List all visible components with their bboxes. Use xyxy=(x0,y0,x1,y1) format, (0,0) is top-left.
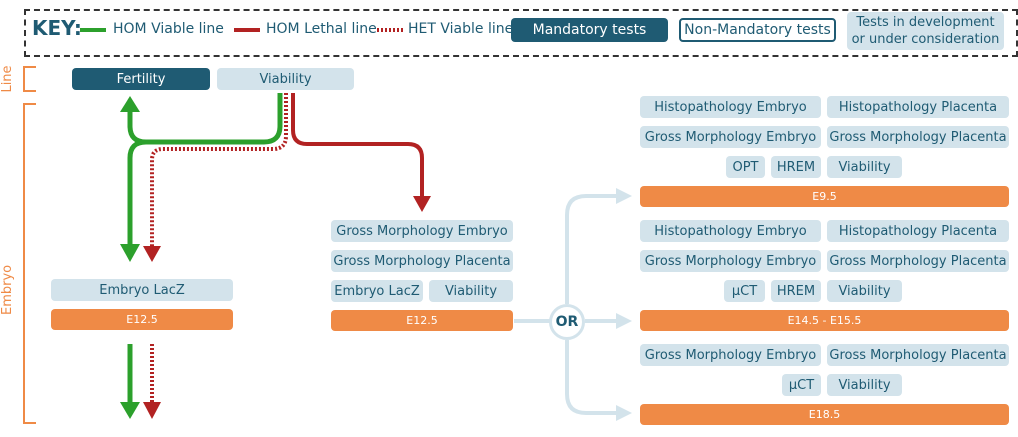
hom-lethal-arrowhead xyxy=(413,196,431,212)
or-arrowhead-bottom xyxy=(616,405,632,421)
e145-histopathology-placenta: Histopathology Placenta xyxy=(827,220,1009,242)
key-tests-in-development: Tests in development or under considerat… xyxy=(847,12,1004,50)
left-stage-e12-5: E12.5 xyxy=(51,309,233,330)
e185-viability: Viability xyxy=(827,374,902,396)
hom-viable-path xyxy=(127,93,283,145)
e95-gross-morphology-embryo: Gross Morphology Embryo xyxy=(640,126,821,148)
or-arrowhead-middle xyxy=(616,313,632,329)
het-viable-arrowhead-upper xyxy=(143,246,161,262)
key-hom-lethal-label: HOM Lethal line xyxy=(266,21,377,37)
e95-hrem: HREM xyxy=(771,156,821,178)
e95-histopathology-embryo: Histopathology Embryo xyxy=(640,96,821,118)
key-hom-viable-label: HOM Viable line xyxy=(113,21,224,37)
or-node: OR xyxy=(549,304,585,340)
viability-test: Viability xyxy=(217,68,354,90)
e145-viability: Viability xyxy=(827,280,902,302)
hom-viable-arrowhead-up xyxy=(120,96,140,112)
middle-gross-morphology-embryo: Gross Morphology Embryo xyxy=(331,220,513,242)
e145-micro-ct: µCT xyxy=(724,280,765,302)
e185-gross-morphology-placenta: Gross Morphology Placenta xyxy=(827,344,1009,366)
e95-gross-morphology-placenta: Gross Morphology Placenta xyxy=(827,126,1009,148)
het-viable-arrowhead-lower xyxy=(143,402,161,419)
e145-hrem: HREM xyxy=(771,280,821,302)
key-legend-box xyxy=(24,9,1018,57)
e95-opt: OPT xyxy=(726,156,765,178)
or-arrowhead-top xyxy=(616,188,632,204)
key-mandatory-tests: Mandatory tests xyxy=(511,18,668,42)
side-label-line: Line xyxy=(0,65,15,93)
hom-viable-down-path xyxy=(127,139,147,246)
hom-lethal-path xyxy=(291,93,424,198)
stage-e18-5: E18.5 xyxy=(640,404,1009,425)
e145-histopathology-embryo: Histopathology Embryo xyxy=(640,220,821,242)
side-label-embryo: Embryo xyxy=(0,264,15,315)
embryo-bracket xyxy=(23,103,36,424)
e95-viability: Viability xyxy=(827,156,902,178)
key-het-viable-label: HET Viable line xyxy=(408,21,514,37)
stage-e14-5-e15-5: E14.5 - E15.5 xyxy=(640,310,1009,331)
fertility-test: Fertility xyxy=(72,68,210,90)
e145-gross-morphology-placenta: Gross Morphology Placenta xyxy=(827,250,1009,272)
key-non-mandatory-tests: Non-Mandatory tests xyxy=(679,18,836,42)
or-branch-top xyxy=(565,194,618,304)
stage-e9-5: E9.5 xyxy=(640,186,1009,207)
e185-micro-ct: µCT xyxy=(782,374,821,396)
het-viable-path xyxy=(150,93,288,248)
or-branch-bottom xyxy=(565,340,618,415)
e185-gross-morphology-embryo: Gross Morphology Embryo xyxy=(640,344,821,366)
middle-gross-morphology-placenta: Gross Morphology Placenta xyxy=(331,250,513,272)
e95-histopathology-placenta: Histopathology Placenta xyxy=(827,96,1009,118)
hom-viable-arrowhead-down-lower xyxy=(120,402,140,419)
e145-gross-morphology-embryo: Gross Morphology Embryo xyxy=(640,250,821,272)
line-bracket xyxy=(23,66,36,92)
hom-viable-arrowhead-down-upper xyxy=(120,244,140,262)
middle-viability: Viability xyxy=(429,280,513,302)
middle-stage-e12-5: E12.5 xyxy=(331,310,513,331)
middle-embryo-lacz: Embryo LacZ xyxy=(331,280,423,302)
left-embryo-lacz: Embryo LacZ xyxy=(51,279,233,301)
key-title: KEY: xyxy=(32,16,82,40)
